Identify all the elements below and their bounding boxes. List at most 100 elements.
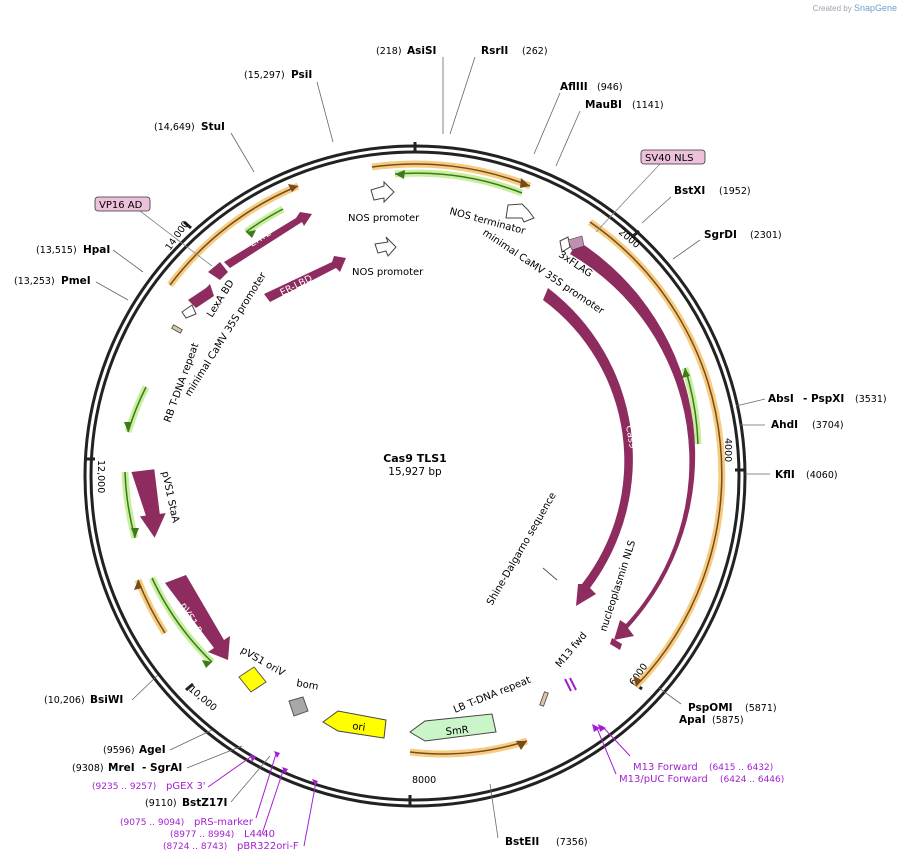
bom-label: bom bbox=[295, 678, 319, 693]
enzyme-labels: (218) AsiSI RsrII (262) (15,297) PsiI Af… bbox=[14, 45, 887, 848]
bom-box bbox=[288, 696, 309, 717]
enzyme-pos-ahdi: (3704) bbox=[812, 420, 844, 431]
enzyme-stui: StuI bbox=[201, 121, 225, 133]
er-lbd-arrow bbox=[264, 256, 346, 302]
pvs1-staa-arrow bbox=[131, 469, 166, 538]
camv-promoter-arrow-left bbox=[181, 304, 197, 319]
pvs1-repa-arrow bbox=[165, 575, 230, 660]
credit-prefix: Created by bbox=[812, 4, 852, 13]
enzyme-psii: PsiI bbox=[291, 69, 312, 81]
vp16-ad-block bbox=[208, 262, 228, 280]
enzyme-pspxi: - PspXI bbox=[803, 393, 844, 405]
enzyme-pos-kfli: (4060) bbox=[806, 470, 838, 481]
primer-pos-pbr322ori: (8724 .. 8743) bbox=[163, 842, 227, 852]
enzyme-pos-maubi: (1141) bbox=[632, 100, 664, 111]
primer-leaders bbox=[207, 725, 631, 847]
enzyme-pos-bsteii: (7356) bbox=[556, 837, 588, 848]
enzyme-pos-mrei: (9308) bbox=[72, 763, 104, 774]
nos-promoter-arrow-2 bbox=[374, 236, 397, 257]
enzyme-afliii: AflIII bbox=[560, 81, 588, 93]
enzyme-pos-pmei: (13,253) bbox=[14, 276, 55, 287]
tick-4000: 4000 bbox=[722, 438, 733, 462]
lb-repeat-box bbox=[539, 691, 549, 707]
tick-12000: 12,000 bbox=[95, 460, 106, 493]
orange-feature-arcs bbox=[134, 160, 726, 758]
plasmid-length: 15,927 bp bbox=[388, 466, 442, 478]
enzyme-kfli: KflI bbox=[775, 469, 795, 481]
m13fwd-mark bbox=[564, 678, 572, 692]
pvs1-oriv-box bbox=[238, 666, 267, 693]
nos-terminator-arrow bbox=[505, 203, 535, 223]
enzyme-sgrai: - SgrAI bbox=[142, 762, 182, 774]
nucleoplasmin-nls-block bbox=[610, 638, 622, 650]
sv40-nls-label: SV40 NLS bbox=[645, 153, 694, 164]
white-arrows bbox=[181, 180, 571, 319]
enzyme-pos-hpai: (13,515) bbox=[36, 245, 77, 256]
enzyme-mrei: MreI bbox=[108, 762, 135, 774]
tick-8000: 8000 bbox=[412, 775, 436, 786]
ert2-arrow bbox=[224, 212, 312, 268]
primer-pgex3: pGEX 3' bbox=[166, 781, 206, 792]
orange-arc-bottom bbox=[409, 737, 529, 758]
enzyme-absi: AbsI bbox=[768, 393, 794, 405]
enzyme-pmei: PmeI bbox=[61, 275, 91, 287]
primer-markers bbox=[250, 724, 606, 786]
enzyme-pos-sgrdi: (2301) bbox=[750, 230, 782, 241]
cas9-outer-arrow bbox=[570, 241, 696, 640]
shine-dalgarno-mark bbox=[542, 567, 558, 581]
enzyme-pos-psii: (15,297) bbox=[244, 70, 285, 81]
primer-l4440: L4440 bbox=[244, 829, 275, 840]
orange-arc-lowleft bbox=[134, 578, 168, 635]
orange-arc-top-line bbox=[371, 163, 531, 187]
smr-label: SmR bbox=[445, 725, 469, 738]
primer-pbr322ori: pBR322ori-F bbox=[237, 841, 299, 852]
cas9-outer-label: Cas9 bbox=[675, 421, 690, 446]
enzyme-pos-stui: (14,649) bbox=[154, 122, 195, 133]
orange-arc-right-line bbox=[589, 221, 723, 687]
lb-repeat-label: LB T-DNA repeat bbox=[452, 675, 532, 716]
enzyme-agei: AgeI bbox=[139, 744, 166, 756]
lexa-bd-arrow bbox=[188, 284, 214, 308]
enzyme-bstxi: BstXI bbox=[674, 185, 705, 197]
m13fwd-label: M13 fwd bbox=[554, 630, 590, 670]
primer-prs-marker: pRS-marker bbox=[194, 817, 254, 828]
enzyme-bsteii: BstEII bbox=[505, 836, 539, 848]
enzyme-pos-bsiwi: (10,206) bbox=[44, 695, 85, 706]
primer-pos-prs-marker: (9075 .. 9094) bbox=[120, 818, 184, 828]
enzyme-ahdi: AhdI bbox=[771, 419, 798, 431]
primer-pos-l4440: (8977 .. 8994) bbox=[170, 830, 234, 840]
enzyme-rsrii: RsrII bbox=[481, 45, 508, 57]
primer-pos-m13-puc-forward: (6424 .. 6446) bbox=[720, 775, 784, 785]
ori-arrow bbox=[322, 710, 387, 739]
vp16-ad-label: VP16 AD bbox=[99, 200, 143, 211]
orange-arc-upleft-line bbox=[169, 185, 299, 286]
shine-dalgarno-label: Shine-Dalgarno sequence bbox=[485, 491, 559, 608]
enzyme-apai: ApaI bbox=[679, 714, 706, 726]
nos-promoter-arrow-1 bbox=[370, 180, 395, 204]
rb-repeat-box bbox=[171, 324, 183, 334]
sv40-nls-tag bbox=[640, 149, 706, 165]
cas9-inner-label: Cas9 bbox=[623, 425, 638, 450]
orange-arc-bottom-line bbox=[409, 740, 528, 755]
enzyme-pos-asisi: (218) bbox=[376, 46, 402, 57]
enzyme-pos-apai: (5875) bbox=[712, 715, 744, 726]
green-arc-heads bbox=[124, 170, 690, 668]
m13fwd-mark-2 bbox=[569, 677, 577, 691]
enzyme-sgrdi: SgrDI bbox=[704, 229, 737, 241]
plasmid-name: Cas9 TLS1 bbox=[383, 452, 447, 465]
enzyme-leaders bbox=[95, 56, 770, 839]
enzyme-pos-absi: (3531) bbox=[855, 394, 887, 405]
nos-promoter-label-2: NOS promoter bbox=[352, 267, 424, 278]
enzyme-bsiwi: BsiWI bbox=[90, 694, 123, 706]
er-lbd-label: ER-LBD bbox=[278, 273, 314, 299]
enzyme-hpai: HpaI bbox=[83, 244, 110, 256]
enzyme-asisi: AsiSI bbox=[407, 45, 436, 57]
primer-pos-m13-forward: (6415 .. 6432) bbox=[709, 763, 773, 773]
primer-m13-forward: M13 Forward bbox=[633, 762, 698, 773]
enzyme-pos-bstxi: (1952) bbox=[719, 186, 751, 197]
snapgene-brand: SnapGene bbox=[853, 3, 897, 13]
cas9-inner-arrow bbox=[543, 288, 633, 606]
enzyme-pspomi: PspOMI bbox=[688, 702, 733, 714]
camv-promoter-arrow-right bbox=[559, 236, 571, 253]
